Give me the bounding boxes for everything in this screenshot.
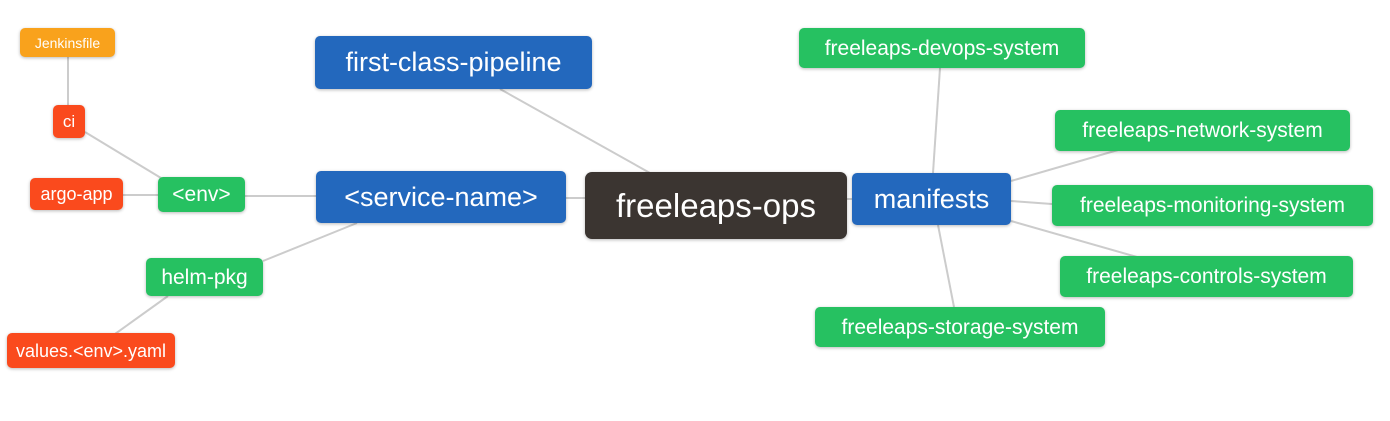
node-ci[interactable]: ci: [53, 105, 85, 138]
node-freeleaps-storage-system[interactable]: freeleaps-storage-system: [815, 307, 1105, 347]
edge-manifests-to-freeleaps-network-system: [1010, 149, 1119, 182]
node-freeleaps-network-system[interactable]: freeleaps-network-system: [1055, 110, 1350, 151]
edge-manifests-to-freeleaps-controls-system: [1010, 220, 1138, 258]
edge-manifests-to-freeleaps-devops-system: [932, 67, 941, 174]
edge-helm-pkg-to-service-name: [262, 222, 358, 262]
node-freeleaps-monitoring-system[interactable]: freeleaps-monitoring-system: [1052, 185, 1373, 226]
edge-manifests-to-freeleaps-monitoring-system: [1010, 200, 1053, 205]
edge-ci-to-env: [84, 131, 162, 179]
edge-helm-pkg-to-values-env-yaml: [114, 295, 169, 335]
node-values-env-yaml[interactable]: values.<env>.yaml: [7, 333, 175, 368]
node-freeleaps-devops-system[interactable]: freeleaps-devops-system: [799, 28, 1085, 68]
edge-manifests-to-freeleaps-storage-system: [937, 224, 955, 308]
node-freeleaps-controls-system[interactable]: freeleaps-controls-system: [1060, 256, 1353, 297]
node-freeleaps-ops[interactable]: freeleaps-ops: [585, 172, 847, 239]
node-manifests[interactable]: manifests: [852, 173, 1011, 225]
node-service-name[interactable]: <service-name>: [316, 171, 566, 223]
node-argo-app[interactable]: argo-app: [30, 178, 123, 210]
edge-first-class-pipeline-to-freeleaps-ops: [499, 88, 651, 174]
node-first-class-pipeline[interactable]: first-class-pipeline: [315, 36, 592, 89]
node-helm-pkg[interactable]: helm-pkg: [146, 258, 263, 296]
node-env[interactable]: <env>: [158, 177, 245, 212]
node-jenkinsfile[interactable]: Jenkinsfile: [20, 28, 115, 57]
